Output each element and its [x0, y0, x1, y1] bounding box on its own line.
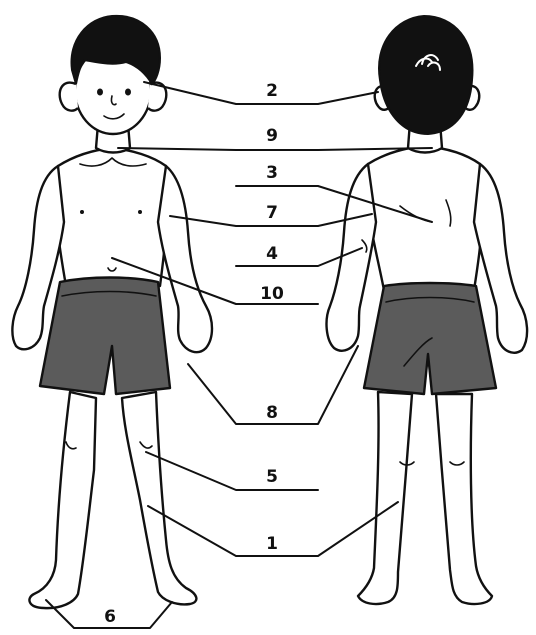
back-figure: [327, 16, 528, 604]
leader-5: [146, 452, 318, 490]
front-right-arm: [158, 166, 212, 352]
label-8: 8: [266, 403, 278, 423]
back-torso: [366, 146, 482, 290]
label-2: 2: [266, 81, 278, 101]
label-7: 7: [266, 203, 278, 223]
front-left-leg: [29, 392, 96, 608]
leader-9: [118, 148, 432, 150]
back-right-leg: [436, 394, 492, 604]
front-figure: [12, 16, 212, 608]
leader-2: [144, 82, 378, 104]
front-left-nipple: [80, 210, 84, 214]
label-6: 6: [104, 607, 116, 627]
label-9: 9: [266, 126, 278, 146]
label-5: 5: [266, 467, 278, 487]
label-10: 10: [260, 284, 284, 304]
front-left-ear: [60, 83, 78, 111]
label-1: 1: [266, 534, 278, 554]
label-4: 4: [266, 244, 278, 264]
back-hair: [379, 16, 472, 134]
label-3: 3: [266, 163, 278, 183]
front-right-nipple: [138, 210, 142, 214]
front-torso: [56, 148, 168, 286]
back-left-leg: [358, 392, 412, 604]
front-left-eye: [97, 89, 103, 96]
front-right-leg: [122, 392, 196, 604]
front-right-eye: [125, 89, 131, 96]
